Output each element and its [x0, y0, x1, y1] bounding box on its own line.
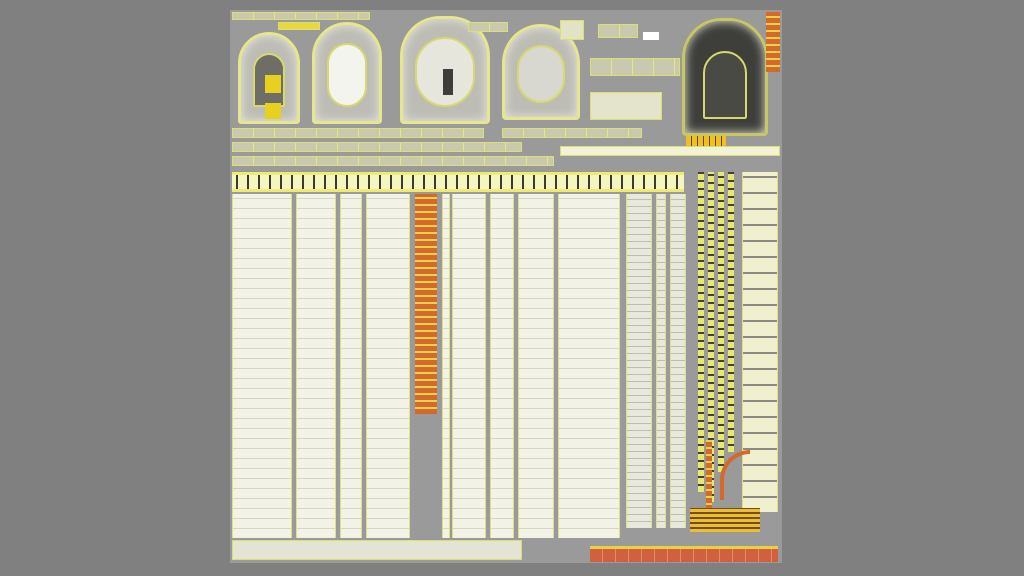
column-panel [442, 194, 450, 538]
column-panel [518, 194, 554, 538]
column-panel [232, 194, 292, 538]
orange-detail [766, 12, 780, 72]
column-panel [296, 194, 336, 538]
horizontal-strip-light [560, 146, 780, 156]
horizontal-strip [502, 128, 642, 138]
block [590, 92, 662, 120]
dark-arch-panel [682, 18, 768, 136]
block [590, 58, 680, 76]
block [598, 24, 638, 38]
arch-panel [502, 24, 580, 120]
column-header-band [232, 172, 684, 192]
horizontal-strip [232, 156, 554, 166]
thin-strip [718, 172, 724, 472]
horizontal-strip [232, 128, 484, 138]
thin-strip [698, 172, 704, 492]
column-panel [452, 194, 486, 538]
column-panel [366, 194, 410, 538]
yellow-blocks [686, 136, 726, 146]
horizontal-strip [232, 142, 522, 152]
column-panel [558, 194, 620, 538]
bottom-strip [232, 540, 522, 560]
top-strip [232, 12, 370, 20]
white-patch [643, 32, 659, 40]
orange-post [706, 440, 712, 510]
block [560, 20, 584, 40]
column-panel [626, 194, 652, 528]
column-panel [656, 194, 666, 528]
arch-panel [312, 22, 382, 124]
arch-panel [238, 32, 300, 124]
orange-curve [720, 450, 750, 500]
block [468, 22, 508, 32]
thin-strip [708, 172, 714, 502]
orange-column [415, 194, 437, 414]
bottom-orange-bar [590, 546, 778, 562]
texture-atlas [230, 10, 782, 563]
thin-strip [728, 172, 734, 452]
column-panel [490, 194, 514, 538]
yellow-base [690, 508, 760, 532]
column-panel [670, 194, 686, 528]
column-panel [340, 194, 362, 538]
arch-panel [400, 16, 490, 124]
top-strip-yellow [278, 22, 320, 30]
